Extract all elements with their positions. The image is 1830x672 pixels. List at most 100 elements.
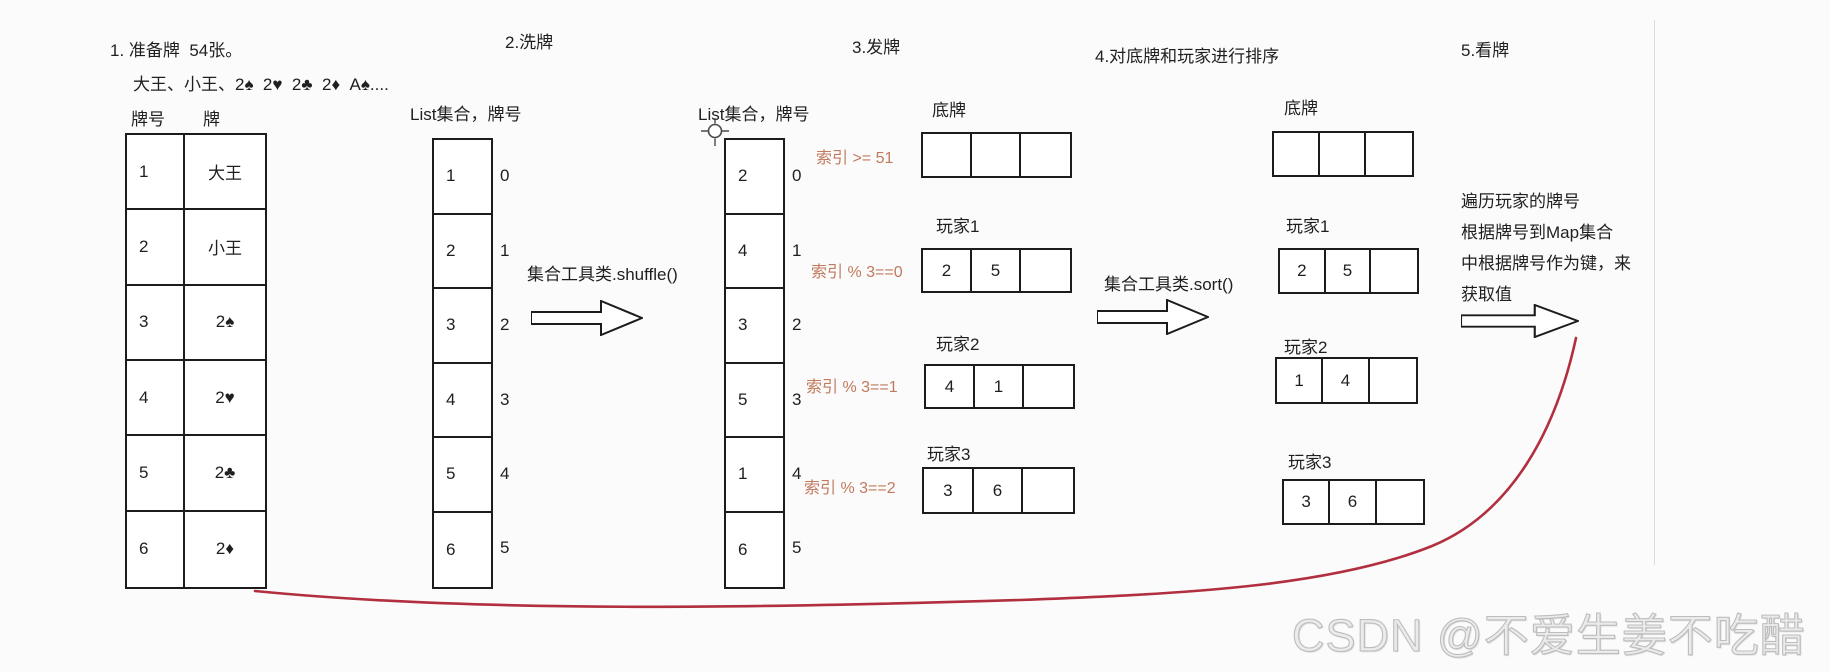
list1-index-0: 0	[500, 166, 510, 185]
deal-player3-cell-1: 3	[924, 469, 974, 512]
sorted-player3-label: 玩家3	[1288, 453, 1332, 472]
list2-cell-6: 6	[738, 539, 748, 559]
step1-card-list: 大王、小王、2♠ 2♥ 2♣ 2♦ A♠....	[133, 75, 389, 94]
deal-dipai-label: 底牌	[932, 101, 966, 120]
table1-row2-no: 2	[127, 210, 185, 286]
table1-header-card: 牌	[203, 110, 220, 129]
sorted-player3-cell-3	[1377, 481, 1423, 523]
list1-cell-2: 2	[434, 215, 491, 289]
list2-index-1: 1	[792, 241, 802, 260]
deal-player1-cell-3	[1021, 250, 1070, 291]
step5-note: 遍历玩家的牌号 根据牌号到Map集合 中根据牌号作为键，来 获取值	[1461, 186, 1631, 310]
sorted-player3-cell-2: 6	[1330, 481, 1377, 523]
sorted-dipai-label: 底牌	[1284, 99, 1318, 118]
table1-row4-card: 2♥	[185, 361, 265, 437]
sorted-dipai-cell-3	[1366, 133, 1412, 175]
rule-mod-2: 索引 % 3==2	[804, 480, 896, 497]
sorted-player2-cell-1: 1	[1277, 359, 1324, 402]
sorted-player2-cell-2: 4	[1323, 359, 1370, 402]
table1-row5-no: 5	[127, 436, 185, 512]
deal-dipai-cell-2	[972, 134, 1021, 176]
list1-index-1: 1	[500, 241, 510, 260]
csdn-watermark: CSDN @不爱生姜不吃醋	[1291, 609, 1806, 661]
sorted-player2-cell-3	[1370, 359, 1416, 402]
deal-player3-box: 3 6	[922, 467, 1075, 514]
step5-title: 5.看牌	[1461, 41, 1510, 60]
list1-cell-5: 5	[434, 438, 491, 513]
deal-player1-label: 玩家1	[936, 217, 980, 236]
table1-row3-card: 2♠	[185, 286, 265, 361]
sorted-player1-box: 2 5	[1278, 248, 1419, 294]
list1-cell-4: 4	[434, 364, 491, 438]
shuffle-method-label: 集合工具类.shuffle()	[527, 265, 678, 284]
sorted-player3-box: 3 6	[1282, 479, 1425, 525]
sort-arrow-icon	[1096, 298, 1211, 340]
sorted-dipai-cell-1	[1274, 133, 1320, 175]
step5-note-line4: 获取值	[1461, 285, 1512, 304]
sorted-player2-label: 玩家2	[1284, 338, 1328, 357]
step3-title: 3.发牌	[852, 38, 901, 57]
list1-index-3: 3	[500, 390, 510, 409]
step2-list-label: List集合，牌号	[410, 105, 522, 124]
list2-index-0: 0	[792, 166, 802, 185]
deal-player2-cell-3	[1024, 366, 1073, 407]
step5-note-line3: 中根据牌号作为键，来	[1461, 254, 1631, 273]
list1-index-5: 5	[500, 538, 510, 557]
list1-cell-6: 6	[446, 539, 456, 559]
step1-title: 1. 准备牌 54张。	[110, 41, 243, 60]
sorted-player1-cell-2: 5	[1326, 250, 1372, 292]
card-number-table: 1 大王 2 小王 3 2♠ 4 2♥ 5 2♣ 6 2♦	[125, 133, 267, 589]
table1-row5-card: 2♣	[185, 436, 265, 512]
lookup-arrow-icon	[1459, 303, 1581, 343]
deal-player1-box: 2 5	[921, 248, 1072, 293]
list2-index-3: 3	[792, 390, 802, 409]
sorted-player1-cell-1: 2	[1280, 250, 1326, 292]
sorted-player1-label: 玩家1	[1286, 217, 1330, 236]
deal-player1-cell-2: 5	[972, 250, 1021, 291]
list2-cell-5: 1	[726, 438, 783, 513]
list1-index-2: 2	[500, 315, 510, 334]
list2-index-4: 4	[792, 464, 802, 483]
mouse-scroll-cursor-icon	[700, 117, 730, 152]
list2-cell-4: 5	[726, 364, 783, 438]
list1-cell-1: 1	[434, 140, 491, 215]
table1-row1-card: 大王	[185, 135, 265, 211]
deal-player2-box: 4 1	[924, 364, 1075, 409]
list2-cell-1: 2	[726, 140, 783, 215]
table1-row2-card: 小王	[185, 210, 265, 286]
list2-index-5: 5	[792, 538, 802, 557]
rule-mod-1: 索引 % 3==1	[806, 379, 898, 396]
deal-player3-cell-2: 6	[974, 469, 1024, 512]
deal-player3-label: 玩家3	[927, 445, 971, 464]
rule-mod-0: 索引 % 3==0	[811, 264, 903, 281]
deal-dipai-cell-3	[1021, 134, 1070, 176]
shuffled-list-table: 2 4 3 5 1 6 0 1 2 3 4 5	[724, 138, 801, 589]
sorted-player1-cell-3	[1371, 250, 1417, 292]
sort-method-label: 集合工具类.sort()	[1104, 275, 1234, 294]
shuffle-arrow-icon	[530, 299, 645, 341]
deal-dipai-box	[921, 132, 1072, 178]
step5-note-line2: 根据牌号到Map集合	[1461, 223, 1614, 242]
rule-bottom-cards: 索引 >= 51	[816, 150, 894, 167]
list2-cell-3: 3	[726, 289, 783, 364]
step2-title: 2.洗牌	[505, 33, 554, 52]
deal-player2-cell-2: 1	[975, 366, 1024, 407]
page-edge-divider	[1654, 20, 1655, 565]
deal-player3-cell-3	[1023, 469, 1073, 512]
sorted-player3-cell-1: 3	[1284, 481, 1331, 523]
deal-player2-label: 玩家2	[936, 335, 980, 354]
step4-title: 4.对底牌和玩家进行排序	[1095, 47, 1280, 66]
list2-cell-2: 4	[726, 215, 783, 289]
table1-row6-no: 6	[127, 511, 185, 587]
sorted-player2-box: 1 4	[1275, 357, 1418, 404]
list2-index-2: 2	[792, 315, 802, 334]
ordered-list-table: 1 2 3 4 5 6 0 1 2 3 4 5	[432, 138, 509, 589]
step5-note-line1: 遍历玩家的牌号	[1461, 192, 1580, 211]
step3-list-label: List集合，牌号	[698, 105, 810, 124]
table1-row4-no: 4	[127, 361, 185, 437]
list1-index-4: 4	[500, 464, 510, 483]
table1-header-no: 牌号	[131, 110, 165, 129]
deal-dipai-cell-1	[923, 134, 972, 176]
deal-player2-cell-1: 4	[926, 366, 975, 407]
